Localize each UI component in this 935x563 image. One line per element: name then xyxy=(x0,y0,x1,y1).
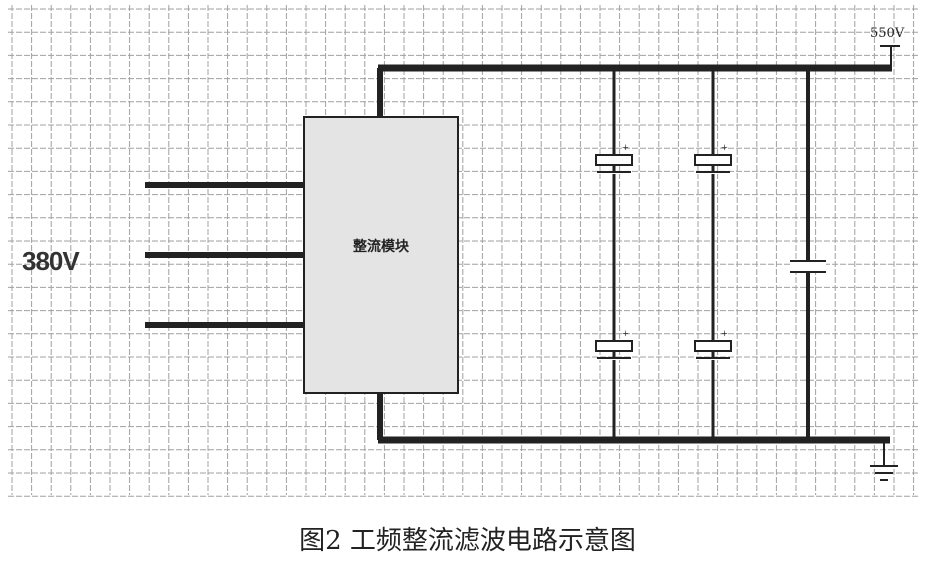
capacitor-icon xyxy=(790,260,826,273)
svg-text:+: + xyxy=(622,326,629,340)
input-voltage-label: 380V xyxy=(22,246,80,276)
svg-text:+: + xyxy=(721,326,728,340)
module-label: 整流模块 xyxy=(353,239,409,255)
ground-icon xyxy=(870,440,898,481)
figure-caption: 图2 工频整流滤波电路示意图 xyxy=(299,526,636,556)
svg-text:+: + xyxy=(622,140,629,154)
output-voltage-label: 550V xyxy=(870,26,905,41)
grid-background xyxy=(8,5,920,497)
electrolytic-capacitor-icon: + xyxy=(694,326,732,360)
electrolytic-capacitor-icon: + xyxy=(595,326,633,360)
rectifier-module xyxy=(303,116,459,394)
svg-text:+: + xyxy=(721,140,728,154)
electrolytic-capacitor-icon: + xyxy=(694,140,732,174)
electrolytic-capacitor-icon: + xyxy=(595,140,633,174)
